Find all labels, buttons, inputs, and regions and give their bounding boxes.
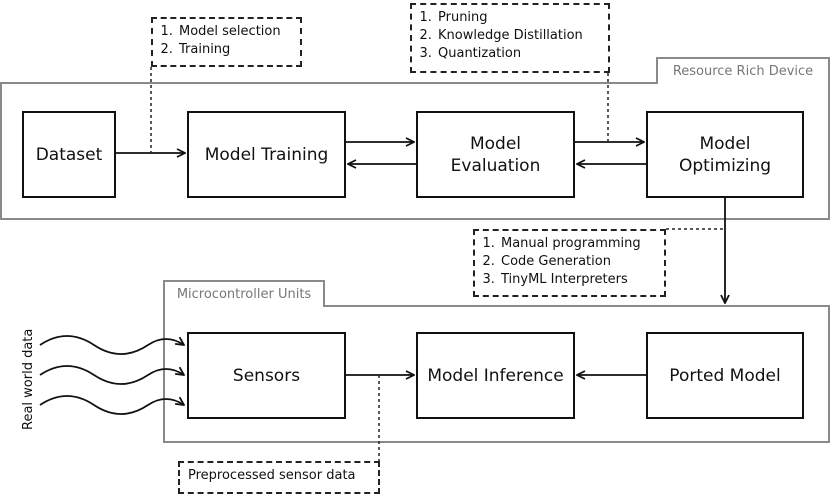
resource-rich-label: Resource Rich Device [656, 57, 830, 84]
model-training-box: Model Training [187, 111, 346, 198]
model-inference-label: Model Inference [427, 365, 564, 386]
optimization-step-1: Pruning [436, 9, 600, 27]
model-optimizing-label-line1: Model [699, 133, 751, 154]
model-evaluation-box: Model Evaluation [416, 111, 575, 198]
model-optimizing-label-line2: Optimizing [678, 155, 772, 176]
model-training-label: Model Training [204, 144, 329, 165]
ported-model-box: Ported Model [646, 332, 804, 419]
input-wave-3 [39, 395, 184, 415]
optimization-steps-note: Pruning Knowledge Distillation Quantizat… [410, 3, 610, 73]
porting-method-2: Code Generation [499, 253, 656, 271]
resource-rich-region [0, 82, 830, 220]
porting-method-3: TinyML Interpreters [499, 271, 656, 289]
optimization-step-3: Quantization [436, 45, 600, 63]
ported-model-label: Ported Model [669, 365, 781, 386]
microcontroller-region [163, 305, 830, 443]
dataset-box: Dataset [22, 111, 116, 198]
model-evaluation-label-line1: Model [469, 133, 522, 154]
sensor-data-label: Preprocessed sensor data [188, 468, 356, 483]
sensor-data-note: Preprocessed sensor data [178, 461, 380, 494]
model-inference-box: Model Inference [416, 332, 575, 419]
model-evaluation-label-line2: Evaluation [450, 155, 541, 176]
dataset-label: Dataset [35, 144, 103, 165]
model-optimizing-box: Model Optimizing [646, 111, 804, 198]
training-steps-note: Model selection Training [151, 17, 302, 67]
porting-method-1: Manual programming [499, 235, 656, 253]
input-wave-1 [39, 335, 184, 355]
training-step-2: Training [177, 41, 292, 59]
microcontroller-label: Microcontroller Units [163, 280, 325, 307]
sensors-box: Sensors [187, 332, 346, 419]
input-wave-2 [39, 365, 184, 385]
training-step-1: Model selection [177, 23, 292, 41]
optimization-step-2: Knowledge Distillation [436, 27, 600, 45]
sensors-label: Sensors [232, 365, 301, 386]
porting-methods-note: Manual programming Code Generation TinyM… [473, 229, 666, 297]
